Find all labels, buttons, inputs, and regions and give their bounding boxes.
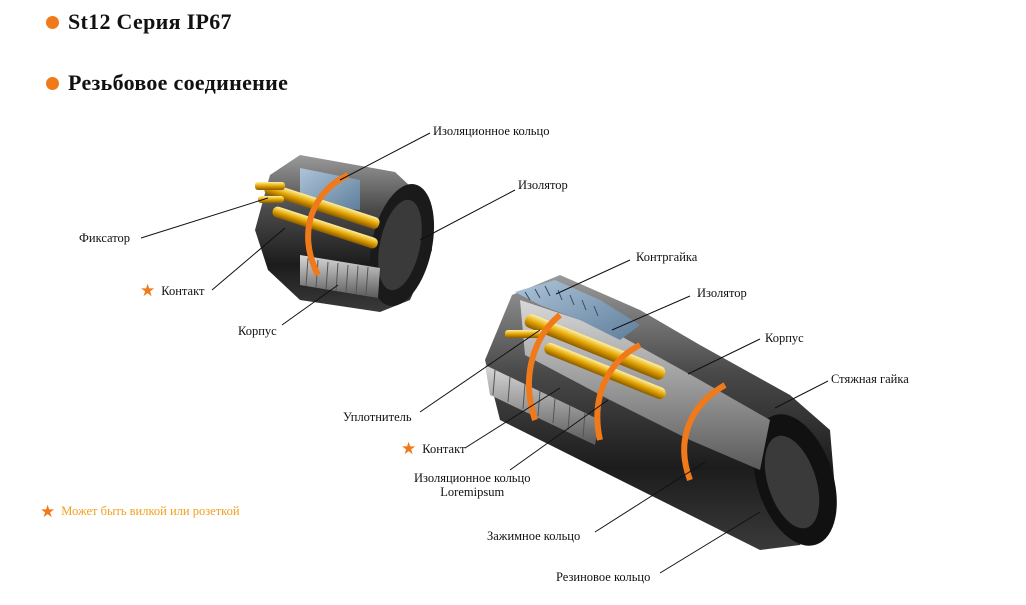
label-small-contact: Контакт bbox=[161, 284, 205, 298]
label-small-contact-row: ★ Контакт bbox=[140, 281, 205, 300]
label-large-insulation-ring-line2: Loremipsum bbox=[440, 485, 505, 499]
series-heading: St12 Серия IP67 bbox=[46, 9, 232, 35]
label-large-insulation-ring: Изоляционное кольцо Loremipsum bbox=[414, 471, 530, 499]
plug-or-socket-note: ★ Может быть вилкой или розеткой bbox=[40, 501, 240, 521]
label-large-locknut: Контргайка bbox=[636, 250, 698, 264]
label-large-clamp-ring: Зажимное кольцо bbox=[487, 529, 581, 543]
label-large-insulation-ring-line1: Изоляционное кольцо bbox=[414, 471, 531, 485]
series-heading-text: St12 Серия IP67 bbox=[68, 9, 232, 34]
label-large-body: Корпус bbox=[765, 331, 804, 345]
label-large-clamp-nut: Стяжная гайка bbox=[831, 372, 909, 386]
label-small-insulation-ring: Изоляционное кольцо bbox=[433, 124, 550, 138]
label-small-latch: Фиксатор bbox=[79, 231, 131, 245]
label-large-contact: Контакт bbox=[422, 442, 466, 456]
label-large-insulator: Изолятор bbox=[697, 286, 747, 300]
label-large-seal: Уплотнитель bbox=[343, 410, 412, 424]
leader-lines bbox=[140, 132, 829, 574]
orange-star-icon: ★ bbox=[40, 501, 56, 521]
label-small-insulator: Изолятор bbox=[518, 178, 568, 192]
large-connector bbox=[485, 275, 837, 550]
small-connector bbox=[255, 155, 435, 312]
orange-dot-icon bbox=[46, 76, 59, 90]
orange-star-icon: ★ bbox=[401, 439, 417, 458]
label-small-body: Корпус bbox=[238, 324, 277, 338]
connection-heading: Резьбовое соединение bbox=[46, 70, 288, 96]
plug-or-socket-note-text: Может быть вилкой или розеткой bbox=[61, 504, 240, 518]
label-large-rubber-ring: Резиновое кольцо bbox=[556, 570, 651, 584]
connection-heading-text: Резьбовое соединение bbox=[68, 70, 289, 95]
orange-dot-icon bbox=[46, 15, 59, 29]
label-large-contact-row: ★ Контакт bbox=[401, 439, 466, 458]
orange-star-icon: ★ bbox=[140, 281, 156, 300]
